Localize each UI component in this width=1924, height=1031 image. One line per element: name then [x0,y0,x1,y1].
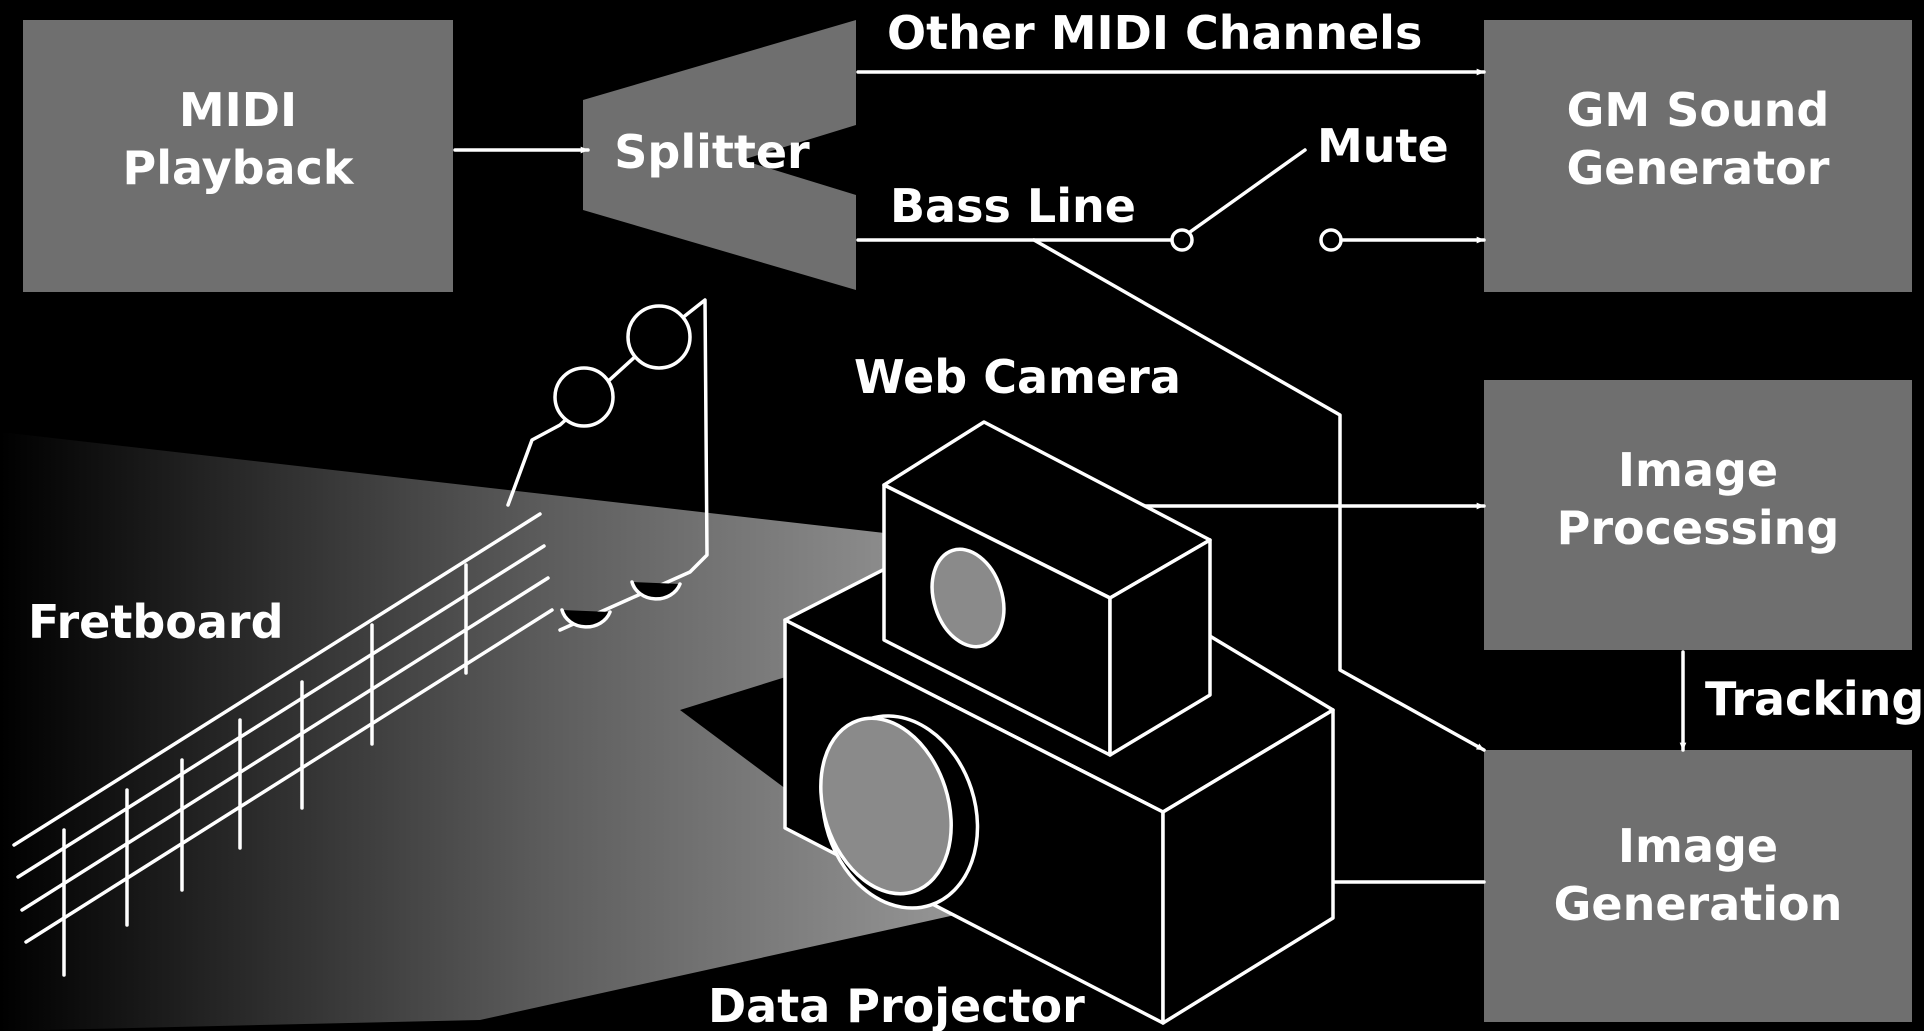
bass-guitar-neck-icon [12,298,709,977]
gm-sound-generator-box: GM Sound Generator [1484,20,1912,292]
splitter-box: Splitter [583,20,856,290]
label-data-projector: Data Projector [708,979,1085,1031]
label-bass-line: Bass Line [890,179,1136,233]
mute-switch-icon [1170,148,1343,252]
image-processing-box: Image Processing [1484,380,1912,650]
gm-sound-generator-label-2: Generator [1567,141,1830,195]
web-camera-icon [882,420,1212,757]
label-tracking: Tracking [1705,672,1924,726]
midi-playback-box: MIDI Playback [23,20,453,292]
image-generation-box: Image Generation [1484,750,1912,1022]
splitter-label: Splitter [614,125,810,179]
image-processing-label-2: Processing [1557,501,1840,555]
gm-sound-generator-label-1: GM Sound [1567,83,1830,137]
image-generation-label-1: Image [1618,819,1778,873]
label-web-camera: Web Camera [854,350,1181,404]
bass-line-to-image-generation [1032,238,1486,752]
midi-playback-label-2: Playback [123,141,355,195]
image-generation-label-2: Generation [1554,877,1843,931]
image-processing-label-1: Image [1618,443,1778,497]
label-mute: Mute [1317,119,1449,173]
projection-beam [0,432,990,1031]
midi-playback-label-1: MIDI [179,83,297,137]
label-other-midi-channels: Other MIDI Channels [887,6,1422,60]
label-fretboard: Fretboard [28,595,284,649]
